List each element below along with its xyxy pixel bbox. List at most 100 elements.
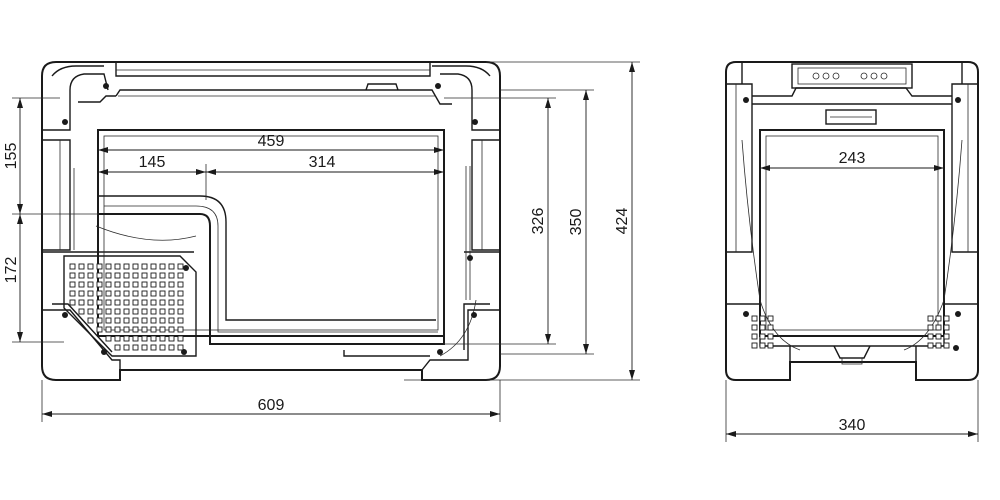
vent-slot — [177, 281, 184, 288]
vent-slot — [105, 281, 112, 288]
vent-slot — [96, 281, 103, 288]
vent-slot — [159, 344, 166, 351]
vent-slot — [78, 308, 85, 315]
vent-slot — [78, 299, 85, 306]
vent-slot — [159, 290, 166, 297]
vent-slot — [96, 290, 103, 297]
vent-slot — [177, 290, 184, 297]
vent-slot — [168, 326, 175, 333]
side-vent-left — [751, 315, 774, 349]
vent-slot — [132, 326, 139, 333]
front-view — [41, 61, 501, 381]
dim-front-width-overall: 609 — [258, 397, 285, 414]
vent-slot — [935, 315, 942, 322]
vent-slot — [150, 290, 157, 297]
vent-slot — [168, 290, 175, 297]
vent-slot — [87, 281, 94, 288]
vent-slot — [78, 263, 85, 270]
vent-slot — [177, 326, 184, 333]
vent-slot — [132, 344, 139, 351]
vent-slot — [935, 342, 942, 349]
vent-slot — [759, 324, 766, 331]
vent-slot — [78, 272, 85, 279]
vent-slot — [927, 324, 934, 331]
vent-slot — [767, 333, 774, 340]
vent-slot — [123, 344, 130, 351]
vent-slot — [159, 317, 166, 324]
vent-slot — [177, 299, 184, 306]
vent-slot — [159, 281, 166, 288]
vent-slot — [168, 281, 175, 288]
vent-slot — [87, 290, 94, 297]
vent-slot — [759, 315, 766, 322]
vent-slot — [935, 324, 942, 331]
vent-slot — [96, 308, 103, 315]
vent-slot — [123, 317, 130, 324]
vent-slot — [150, 308, 157, 315]
dim-side-width-overall: 340 — [839, 417, 866, 434]
vent-slot — [114, 344, 121, 351]
vent-slot — [96, 272, 103, 279]
vent-slot — [751, 342, 758, 349]
vent-slot — [105, 317, 112, 324]
vent-slot — [141, 308, 148, 315]
vent-slot — [105, 335, 112, 342]
vent-slot — [767, 342, 774, 349]
vent-slot — [159, 299, 166, 306]
vent-slot — [132, 308, 139, 315]
vent-slot — [96, 326, 103, 333]
vent-slot — [767, 324, 774, 331]
vent-slot — [927, 333, 934, 340]
side-view — [725, 61, 979, 381]
vent-slot — [114, 299, 121, 306]
vent-slot — [751, 324, 758, 331]
vent-slot — [141, 326, 148, 333]
side-vent-right — [927, 315, 950, 349]
vent-slot — [159, 272, 166, 279]
vent-slot — [168, 317, 175, 324]
vent-slot — [123, 326, 130, 333]
vent-slot — [87, 272, 94, 279]
vent-slot — [123, 290, 130, 297]
vent-slot — [114, 308, 121, 315]
vent-slot — [69, 281, 76, 288]
vent-slot — [935, 333, 942, 340]
vent-slot — [96, 299, 103, 306]
vent-slot — [168, 335, 175, 342]
vent-slot — [177, 272, 184, 279]
vent-grid — [69, 263, 184, 351]
vent-slot — [69, 299, 76, 306]
vent-slot — [132, 281, 139, 288]
vent-slot — [132, 272, 139, 279]
vent-slot — [141, 317, 148, 324]
vent-slot — [123, 299, 130, 306]
vent-slot — [105, 299, 112, 306]
vent-slot — [751, 315, 758, 322]
vent-slot — [141, 263, 148, 270]
vent-slot — [114, 281, 121, 288]
dim-front-height-overall: 424 — [614, 208, 631, 235]
vent-slot — [87, 299, 94, 306]
vent-slot — [123, 272, 130, 279]
vent-slot — [150, 281, 157, 288]
vent-slot — [177, 335, 184, 342]
vent-slot — [150, 299, 157, 306]
vent-slot — [759, 342, 766, 349]
vent-slot — [105, 290, 112, 297]
vent-slot — [105, 263, 112, 270]
vent-slot — [105, 272, 112, 279]
vent-slot — [132, 335, 139, 342]
vent-slot — [114, 326, 121, 333]
vent-slot — [168, 308, 175, 315]
vent-slot — [141, 335, 148, 342]
dim-front-width-right: 314 — [309, 154, 336, 171]
vent-slot — [141, 344, 148, 351]
vent-slot — [159, 263, 166, 270]
vent-slot — [751, 333, 758, 340]
vent-slot — [132, 263, 139, 270]
vent-slot — [168, 344, 175, 351]
dim-front-height-top: 155 — [3, 143, 20, 170]
vent-slot — [177, 317, 184, 324]
vent-slot — [87, 317, 94, 324]
